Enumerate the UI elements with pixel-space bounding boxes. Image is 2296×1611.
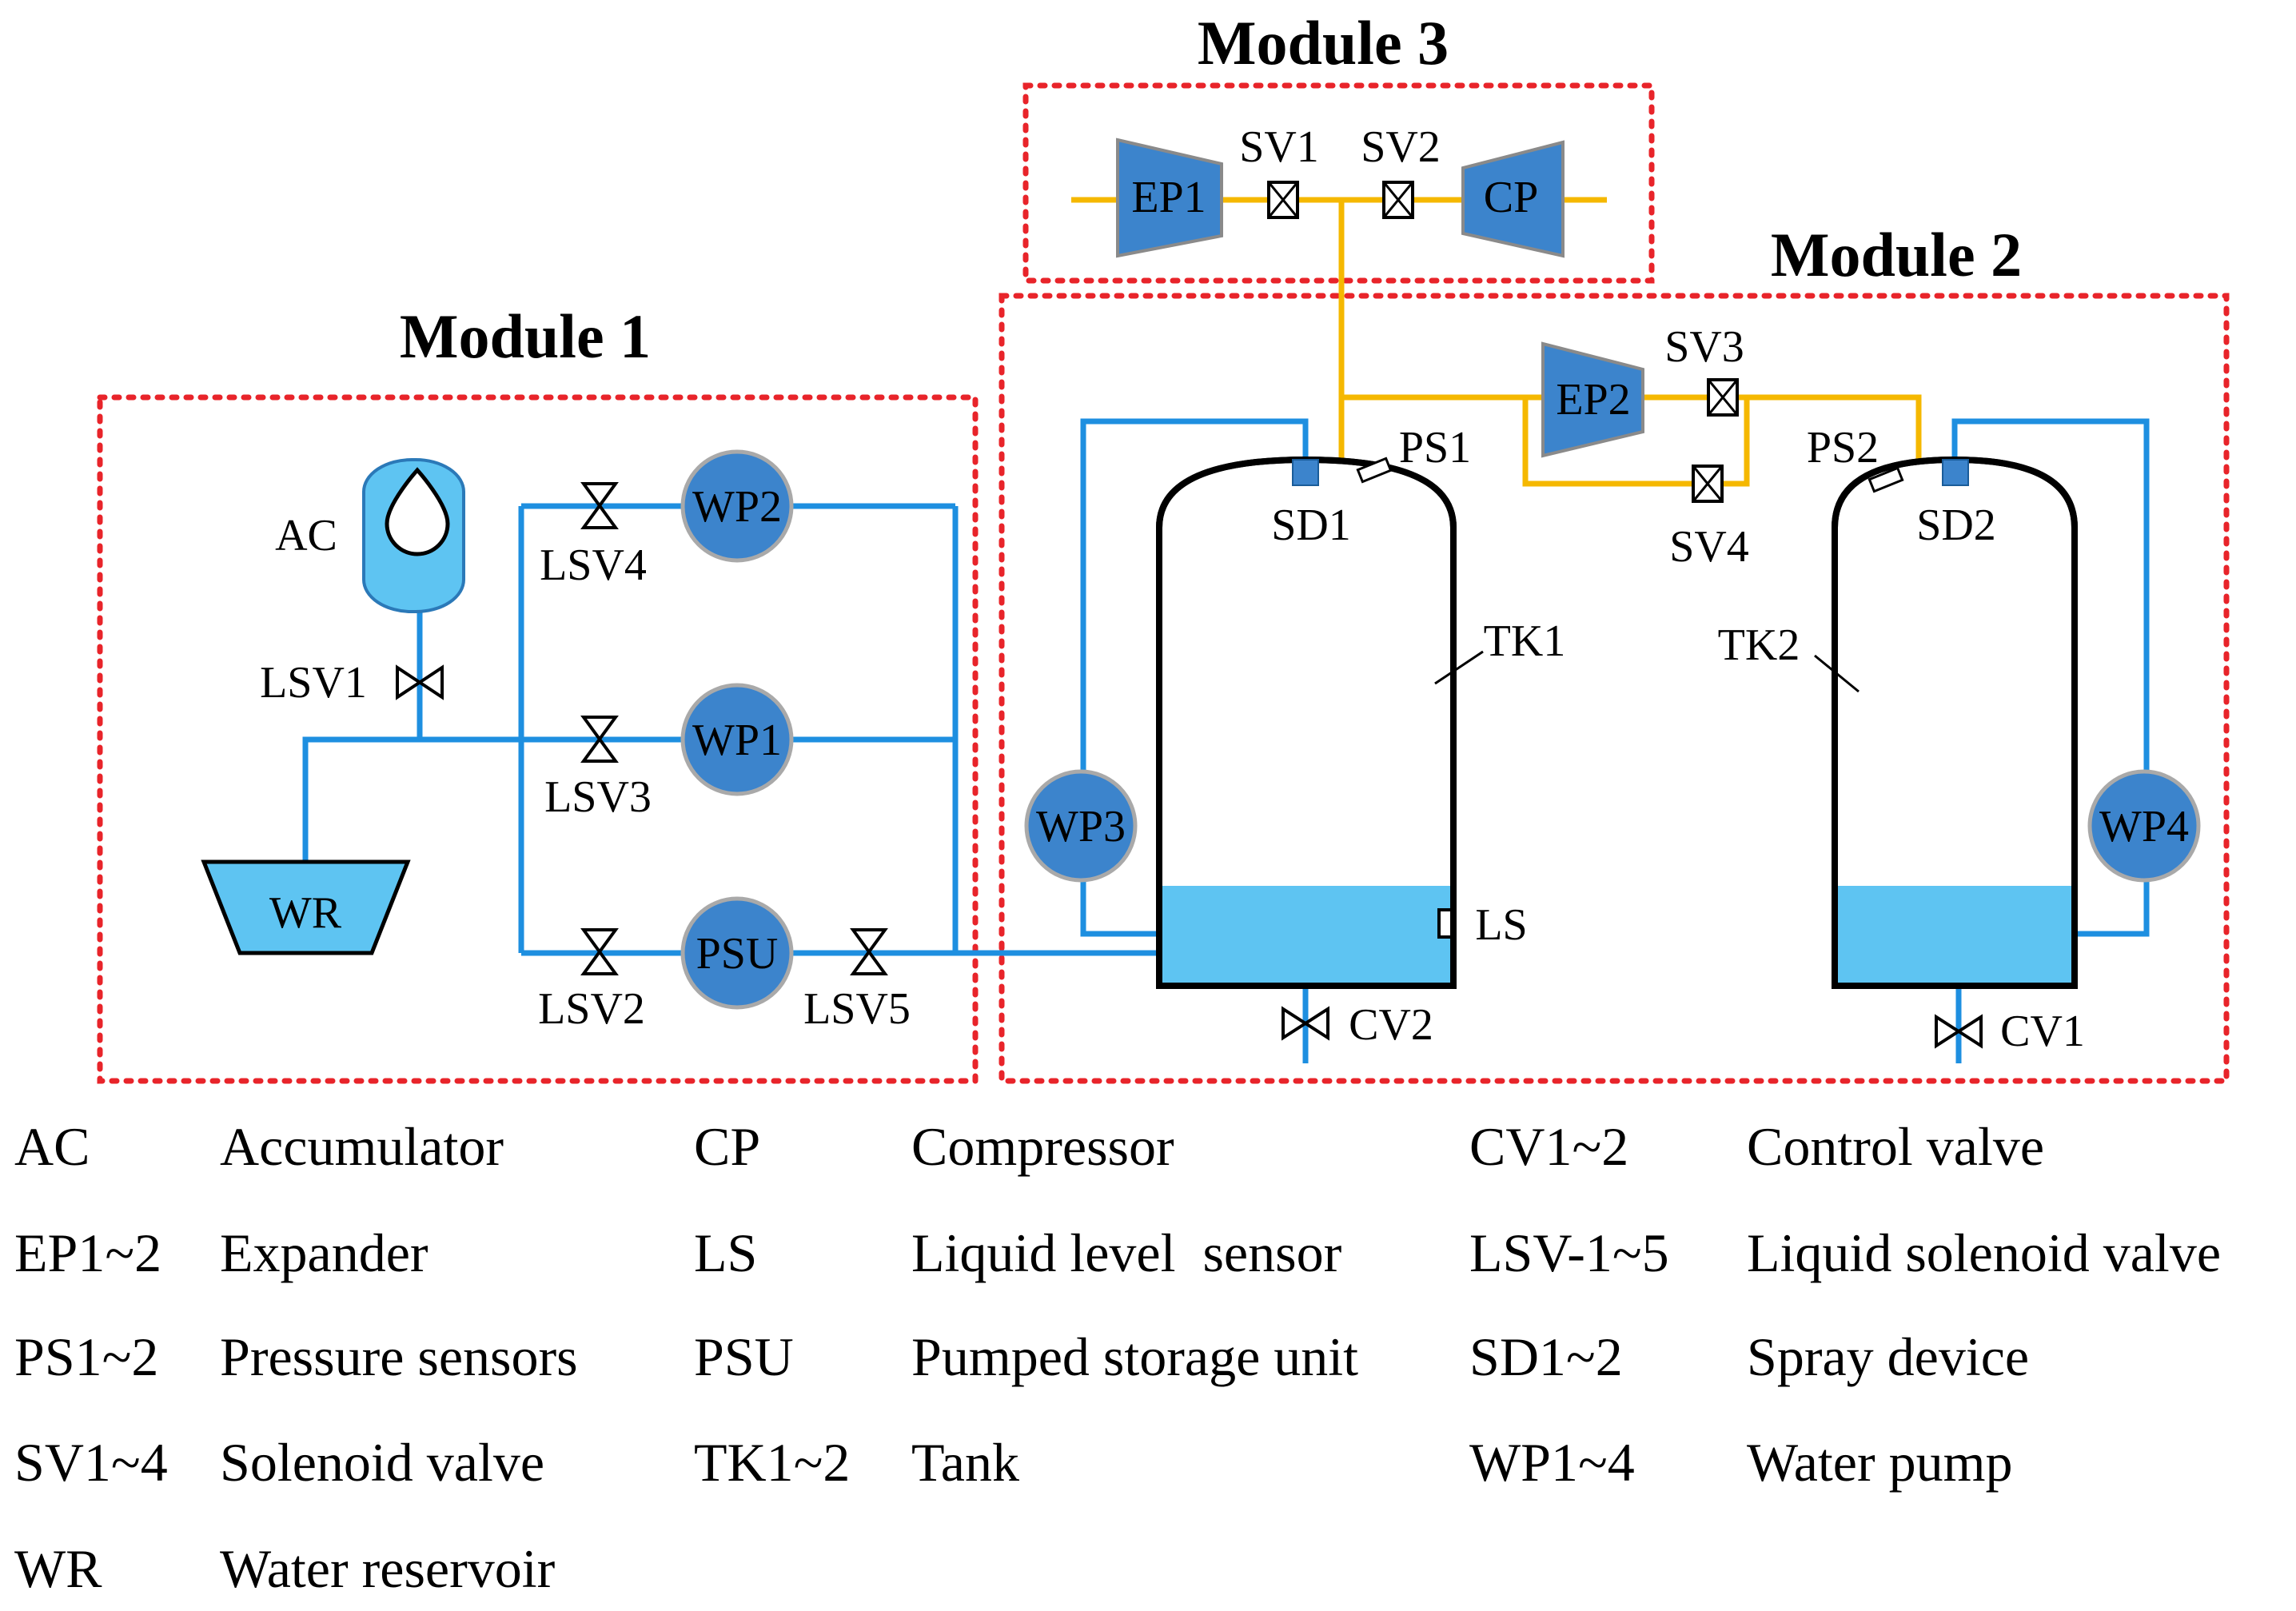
module-2-title: Module 2 [1771, 220, 2022, 289]
module-1-boundary [97, 394, 979, 1084]
label-lsv5: LSV5 [803, 984, 911, 1034]
label-wp3: WP3 [1036, 802, 1126, 851]
label-ps2: PS2 [1807, 423, 1879, 473]
label-sv4: SV4 [1669, 522, 1749, 572]
pump-wp3-icon [1024, 769, 1138, 883]
legend-description: Control valve [1747, 1116, 2044, 1177]
liquid-valve-lsv1-icon [396, 664, 444, 700]
legend-abbr: WR [14, 1538, 102, 1599]
legend-description: Water reservoir [220, 1538, 556, 1599]
label-lsv1: LSV1 [260, 658, 367, 708]
spray-device-sd2-icon [1942, 459, 1969, 486]
control-valve-cv2-icon [1282, 1006, 1329, 1041]
legend-description: Compressor [911, 1116, 1174, 1177]
legend-abbr: CV1~2 [1469, 1116, 1628, 1177]
legend-abbr: WP1~4 [1469, 1432, 1635, 1493]
liquid-valve-lsv4-icon [580, 482, 619, 529]
label-ep2: EP2 [1556, 375, 1630, 425]
legend-description: Expander [220, 1222, 429, 1283]
solenoid-valve-sv2-icon [1382, 181, 1414, 219]
label-ls: LS [1475, 900, 1527, 950]
legend: AC Accumulator CP Compressor CV1~2 Control va… [14, 1116, 2221, 1599]
accumulator-icon [362, 458, 465, 613]
label-sv3: SV3 [1664, 322, 1744, 372]
legend-description: Accumulator [220, 1116, 504, 1177]
legend-description: Liquid solenoid valve [1747, 1222, 2221, 1283]
pump-wp1-icon [680, 683, 794, 796]
solenoid-valve-sv4-icon [1692, 465, 1724, 503]
legend-description: Pressure sensors [220, 1326, 578, 1387]
legend-abbr: LSV-1~5 [1469, 1222, 1669, 1283]
pressure-sensor-ps1-icon [1356, 457, 1393, 484]
pump-wp2-icon [680, 449, 794, 563]
legend-abbr: CP [694, 1116, 760, 1177]
water-reservoir-icon [201, 859, 411, 955]
label-cp: CP [1484, 173, 1539, 222]
label-sd1: SD1 [1271, 500, 1351, 550]
label-ac: AC [275, 511, 337, 560]
legend-abbr: EP1~2 [14, 1222, 161, 1283]
module-1-title: Module 1 [400, 301, 651, 371]
legend-abbr: AC [14, 1116, 90, 1177]
legend-abbr: PS1~2 [14, 1326, 158, 1387]
solenoid-valve-sv1-icon [1267, 181, 1299, 219]
spray-device-sd1-icon [1292, 459, 1319, 486]
legend-description: Liquid level sensor [911, 1222, 1342, 1283]
legend-description: Tank [911, 1432, 1019, 1493]
label-lsv2: LSV2 [538, 984, 645, 1034]
solenoid-valve-sv3-icon [1707, 378, 1739, 417]
label-tk2: TK2 [1718, 620, 1800, 670]
pressure-sensor-ps2-icon [1867, 466, 1904, 493]
label-lsv4: LSV4 [540, 540, 647, 590]
label-cv1: CV1 [2000, 1007, 2085, 1056]
legend-description: Pumped storage unit [911, 1326, 1358, 1387]
liquid-valve-lsv2-icon [580, 928, 619, 975]
module-2-boundary [999, 293, 2230, 1084]
legend-abbr: PSU [694, 1326, 794, 1387]
label-ep1: EP1 [1131, 173, 1206, 222]
label-lsv3: LSV3 [544, 772, 652, 822]
legend-description: Solenoid valve [220, 1432, 544, 1493]
legend-abbr: SV1~4 [14, 1432, 168, 1493]
module-3-title: Module 3 [1198, 8, 1449, 78]
legend-description: Water pump [1747, 1432, 2013, 1493]
liquid-valve-lsv3-icon [580, 716, 619, 763]
control-valve-cv1-icon [1935, 1014, 1983, 1049]
pump-wp4-icon [2087, 769, 2201, 883]
label-psu: PSU [696, 929, 779, 979]
legend-description: Spray device [1747, 1326, 2029, 1387]
label-wp2: WP2 [692, 482, 782, 532]
label-wp1: WP1 [692, 716, 782, 765]
label-sd2: SD2 [1916, 500, 1996, 550]
label-ps1: PS1 [1399, 423, 1471, 473]
expander-ep1-icon [1116, 138, 1223, 258]
compressor-cp-icon [1461, 140, 1565, 258]
label-sv2: SV2 [1361, 122, 1441, 172]
level-sensor-ls-icon [1437, 908, 1453, 939]
label-wr: WR [269, 888, 342, 938]
label-wp4: WP4 [2099, 802, 2189, 851]
liquid-valve-lsv5-icon [850, 928, 888, 975]
label-sv1: SV1 [1239, 122, 1319, 172]
legend-abbr: SD1~2 [1469, 1326, 1623, 1387]
label-tk1: TK1 [1484, 616, 1566, 666]
legend-abbr: LS [694, 1222, 757, 1283]
expander-ep2-icon [1541, 341, 1644, 458]
pump-psu-icon [680, 896, 794, 1010]
label-cv2: CV2 [1349, 1000, 1433, 1050]
legend-abbr: TK1~2 [694, 1432, 850, 1493]
